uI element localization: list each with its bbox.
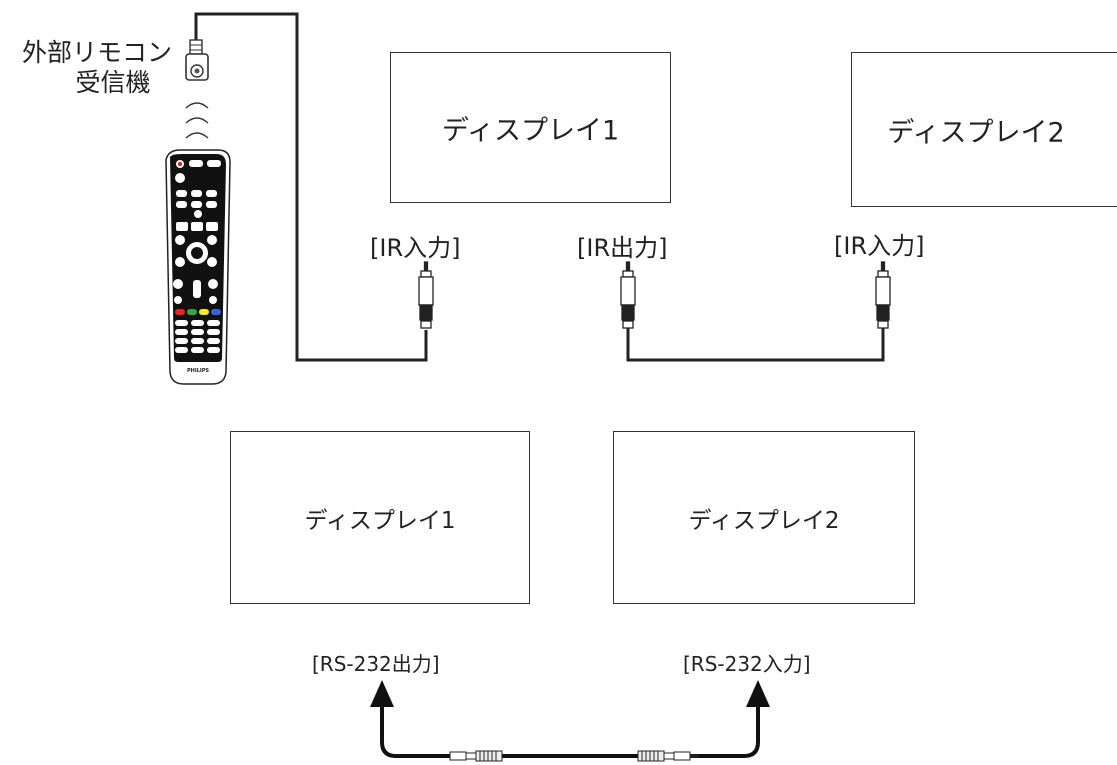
rs232-out-label: [RS-232出力] [312,652,440,676]
ir-out-label-1: [IR出力] [577,234,668,262]
ir-plug-1 [418,261,434,329]
ir-plug-2 [620,261,636,329]
ir-link-cable [626,328,885,362]
ir-in-label-2: [IR入力] [834,232,925,260]
ir-receiver-icon [185,39,209,81]
ir-plug-3 [875,261,891,329]
rs232-display-2: ディスプレイ2 [613,431,915,604]
remote-control-icon: PHILIPS [165,149,231,385]
rs232-display-1: ディスプレイ1 [230,431,530,604]
rs232-in-label: [RS-232入力] [683,652,811,676]
remote-brand: PHILIPS [187,368,209,374]
rs232-cable [380,706,760,758]
rs232-connector-left [449,750,503,762]
rs232-display-1-label: ディスプレイ1 [304,507,456,534]
rs232-out-arrow [370,680,394,707]
ir-in-label-1: [IR入力] [370,234,461,262]
ir-display-1: ディスプレイ1 [390,52,671,203]
rs232-in-arrow [746,680,770,707]
receiver-label-line1: 外部リモコン [22,38,173,67]
rs232-display-2-label: ディスプレイ2 [688,507,840,534]
receiver-label: 外部リモコン 受信機 [22,38,172,98]
ir-display-2-label: ディスプレイ2 [887,117,1065,148]
receiver-label-line2: 受信機 [75,68,151,97]
receiver-cable [194,12,428,362]
ir-display-1-label: ディスプレイ1 [441,115,620,146]
ir-display-2: ディスプレイ2 [851,52,1117,207]
ir-signal-icon [185,102,209,139]
rs232-connector-right [637,750,699,762]
